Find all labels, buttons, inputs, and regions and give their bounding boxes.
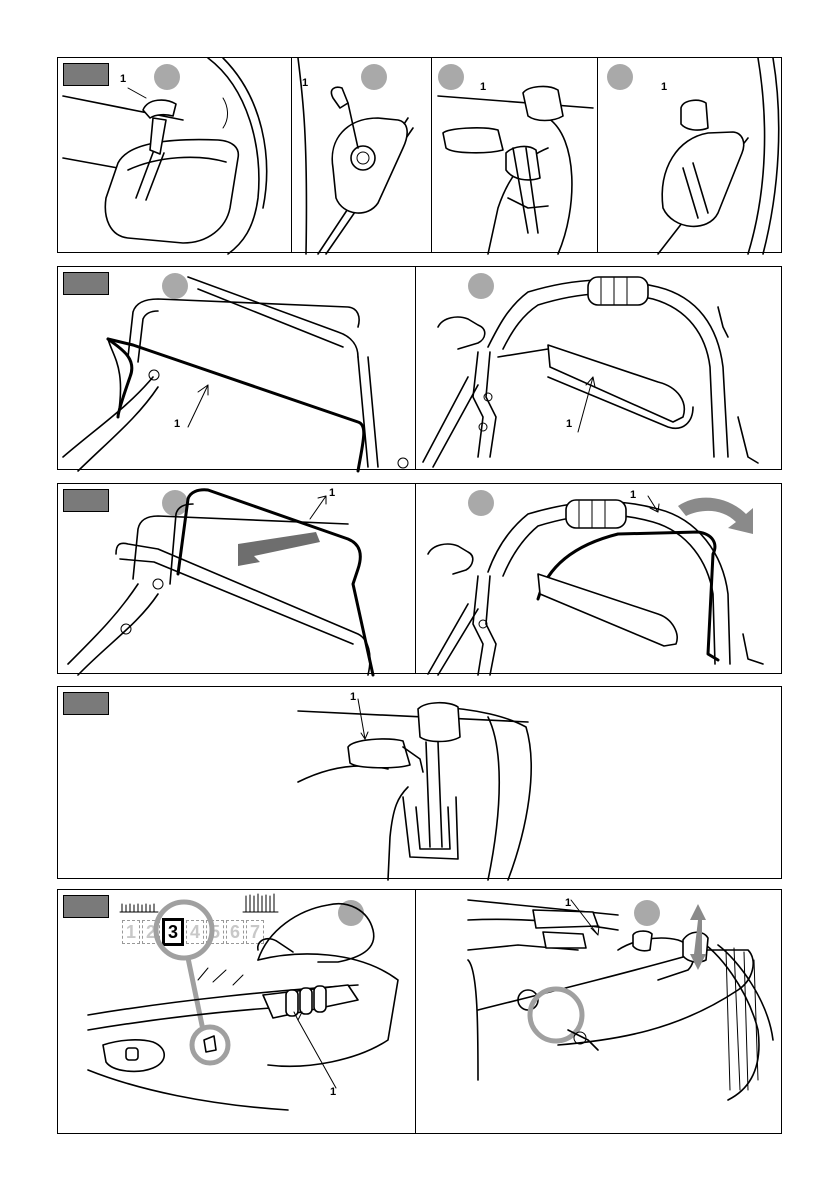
handle-bail-release-illustration	[58, 484, 783, 675]
drive-lever-illustration	[58, 687, 783, 880]
throttle-lever-illustration	[58, 58, 783, 254]
figure-panel-2: 1 1	[57, 266, 782, 470]
figure-panel-1: 1 1 1 1	[57, 57, 782, 253]
figure-panel-4: 1	[57, 686, 782, 879]
handle-bail-illustration	[58, 267, 783, 471]
figure-panel-3: 1 1	[57, 483, 782, 674]
cutting-height-adjust-illustration	[58, 890, 783, 1135]
figure-panel-5: 1 2 3 4 5 6 7 1 1	[57, 889, 782, 1134]
